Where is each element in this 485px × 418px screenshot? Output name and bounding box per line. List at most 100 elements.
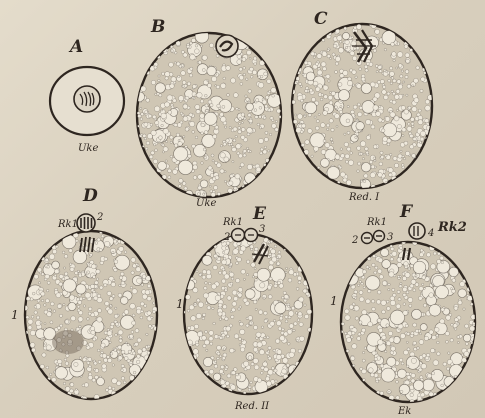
vacuole <box>159 136 163 140</box>
vacuole <box>246 324 249 327</box>
vacuole <box>68 302 76 310</box>
vacuole <box>378 258 383 263</box>
vacuole <box>404 45 408 49</box>
vacuole <box>195 30 209 44</box>
vacuole <box>194 324 199 329</box>
vacuole <box>201 123 205 127</box>
vacuole <box>239 166 241 168</box>
vacuole <box>383 85 386 88</box>
vacuole <box>259 115 262 118</box>
vacuole <box>351 110 355 114</box>
vacuole <box>277 262 281 266</box>
vacuole <box>357 337 361 341</box>
vacuole <box>65 320 69 324</box>
vacuole <box>272 257 277 262</box>
vacuole <box>261 326 263 328</box>
vacuole <box>219 369 223 373</box>
vacuole <box>397 290 400 293</box>
vacuole <box>251 248 253 250</box>
vacuole <box>200 180 208 188</box>
vacuole <box>194 49 199 54</box>
vacuole <box>102 364 107 369</box>
vacuole <box>37 268 42 273</box>
vacuole <box>374 271 377 274</box>
vacuole <box>336 125 338 127</box>
vacuole <box>385 155 387 157</box>
vacuole <box>56 293 61 298</box>
caption-c: Red. I <box>348 192 380 203</box>
vacuole <box>232 146 234 148</box>
vacuole <box>98 360 101 363</box>
vacuole <box>320 123 325 128</box>
vacuole <box>73 250 87 264</box>
vacuole <box>113 240 116 243</box>
vacuole <box>379 105 381 107</box>
vacuole <box>403 287 408 292</box>
vacuole <box>250 76 253 79</box>
vacuole <box>178 185 181 188</box>
vacuole <box>238 288 243 293</box>
vacuole <box>293 329 295 331</box>
vacuole <box>257 342 262 347</box>
vacuole <box>220 380 225 385</box>
vacuole <box>404 350 409 355</box>
vacuole <box>405 70 409 74</box>
vacuole <box>149 155 153 159</box>
panel-label-c: C <box>314 9 328 29</box>
vacuole <box>197 331 202 336</box>
vacuole <box>198 61 201 64</box>
vacuole <box>229 181 233 185</box>
vacuole <box>377 81 380 84</box>
vacuole <box>445 331 449 335</box>
vacuole <box>285 315 288 318</box>
vacuole <box>297 319 300 322</box>
vacuole <box>321 62 326 67</box>
vacuole <box>232 161 234 163</box>
vacuole <box>102 354 107 359</box>
vacuole <box>190 54 196 60</box>
vacuole <box>393 59 395 61</box>
vacuole <box>259 350 264 355</box>
vacuole <box>34 311 37 314</box>
vacuole <box>358 284 360 286</box>
vacuole <box>151 80 156 85</box>
vacuole <box>108 309 113 314</box>
vacuole <box>161 109 163 111</box>
vacuole <box>49 254 55 260</box>
vacuole <box>65 362 69 366</box>
vacuole <box>268 150 270 152</box>
vacuole <box>381 155 384 158</box>
vacuole <box>241 113 245 117</box>
vacuole <box>162 144 165 147</box>
vacuole <box>170 141 172 143</box>
vacuole <box>253 57 257 61</box>
vacuole <box>417 347 420 350</box>
vacuole <box>243 67 246 70</box>
vacuole <box>217 345 222 350</box>
vacuole <box>151 130 156 135</box>
vacuole <box>437 259 441 263</box>
vacuole <box>357 170 360 173</box>
vacuole <box>337 36 342 41</box>
vacuole <box>300 130 303 133</box>
vacuole <box>392 251 397 256</box>
vacuole <box>272 119 274 121</box>
vacuole <box>165 72 170 77</box>
vacuole <box>360 367 363 370</box>
vacuole <box>425 105 431 111</box>
vacuole <box>366 299 371 304</box>
vacuole <box>170 45 173 48</box>
panel-label-d: D <box>82 186 98 206</box>
vacuole <box>421 77 425 81</box>
vacuole <box>219 100 232 113</box>
vacuole <box>263 297 265 299</box>
vacuole <box>361 180 363 182</box>
vacuole <box>219 355 221 357</box>
vacuole <box>414 78 419 83</box>
vacuole <box>276 355 281 360</box>
vacuole <box>288 305 290 307</box>
vacuole <box>110 304 112 306</box>
vacuole <box>338 90 349 101</box>
vacuole <box>118 330 123 335</box>
vacuole <box>238 127 241 130</box>
